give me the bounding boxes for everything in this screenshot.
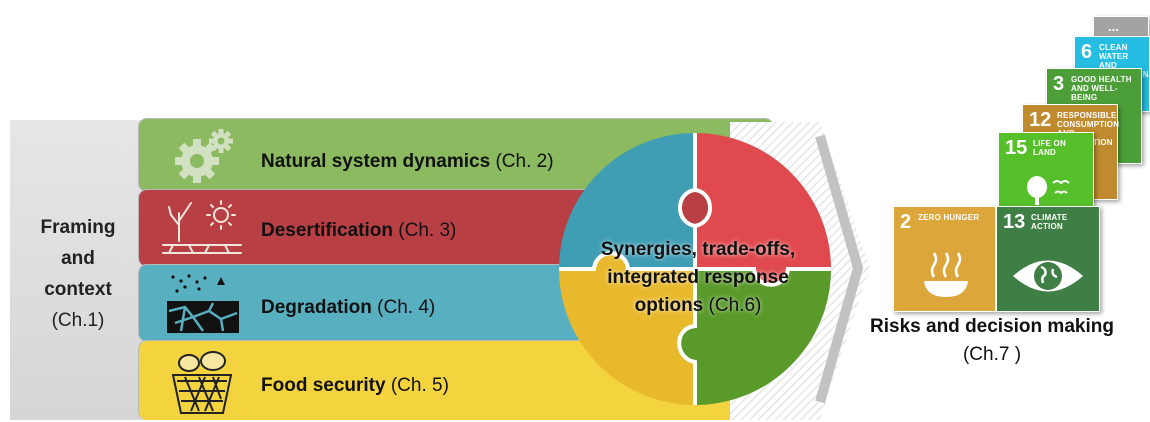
sdg-more-dots: ... <box>1108 19 1119 34</box>
framing-label: Framing and context (Ch.1) <box>14 212 142 336</box>
synergies-line-3-bold: options <box>634 295 704 316</box>
sdg-tile-13: 13 CLIMATE ACTION <box>996 206 1100 312</box>
band-chapter-food: (Ch. 5) <box>390 375 449 396</box>
earth-eye-icon <box>1013 260 1083 292</box>
framing-line-1: Framing <box>40 217 116 238</box>
sdg-6-number: 6 <box>1081 41 1093 63</box>
sdg-15-label: LIFE ON LAND <box>1033 139 1066 157</box>
dry-tree-sun-icon <box>159 195 245 261</box>
sdg-12-number: 12 <box>1029 109 1052 131</box>
band-chapter-degradation: (Ch. 4) <box>377 297 436 318</box>
band-title-food: Food security <box>261 375 386 396</box>
band-title-natural: Natural system dynamics <box>261 151 491 172</box>
gears-icon <box>159 123 245 189</box>
sdg-3-number: 3 <box>1053 73 1065 95</box>
puzzle-circle <box>559 133 831 405</box>
sdg-13-number: 13 <box>1003 211 1026 233</box>
band-chapter-desertification: (Ch. 3) <box>398 220 457 241</box>
synergies-line-3-chapter: (Ch.6) <box>708 295 762 316</box>
tree-bird-icon <box>1027 176 1070 205</box>
band-label-degradation: Degradation (Ch. 4) <box>261 297 435 319</box>
framing-line-2: and <box>61 248 95 269</box>
chevron-arrow <box>815 134 864 404</box>
band-title-desertification: Desertification <box>261 220 393 241</box>
band-title-degradation: Degradation <box>261 297 372 318</box>
sdg-3-label: GOOD HEALTH AND WELL-BEING <box>1071 75 1132 102</box>
band-label-desertification: Desertification (Ch. 3) <box>261 220 456 242</box>
sdg-13-label: CLIMATE ACTION <box>1031 213 1068 231</box>
food-basket-icon <box>159 347 245 414</box>
band-label-food: Food security (Ch. 5) <box>261 375 449 397</box>
band-label-natural: Natural system dynamics (Ch. 2) <box>261 151 554 173</box>
framing-line-4: (Ch.1) <box>51 310 105 331</box>
framing-line-3: context <box>44 279 112 300</box>
risks-title: Risks and decision making <box>870 316 1114 337</box>
synergies-label: Synergies, trade-offs, integrated respon… <box>578 236 818 320</box>
fork-bowl-icon <box>924 252 968 297</box>
synergies-line-1: Synergies, trade-offs, <box>600 239 796 260</box>
sdg-15-number: 15 <box>1005 137 1028 159</box>
sdg-2-label: ZERO HUNGER <box>918 213 980 222</box>
risks-chapter: (Ch.7 ) <box>962 344 1022 365</box>
sdg-2-number: 2 <box>900 211 912 233</box>
band-chapter-natural: (Ch. 2) <box>495 151 554 172</box>
sdg-tile-2: 2 ZERO HUNGER <box>893 206 996 312</box>
cracked-soil-icon <box>159 271 245 337</box>
synergies-line-2: integrated response <box>607 267 789 288</box>
